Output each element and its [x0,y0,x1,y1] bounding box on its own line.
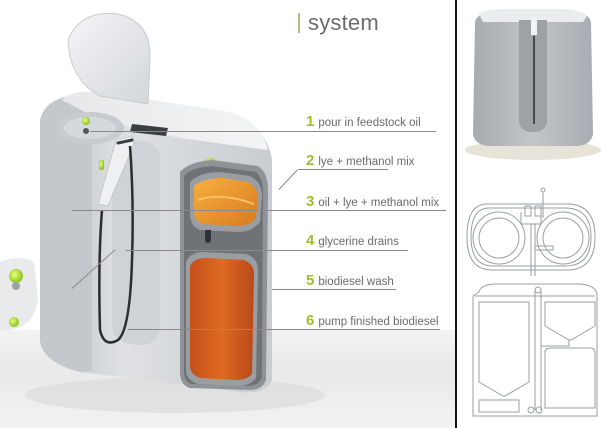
front-view-render [465,8,601,160]
leader-line-2 [298,169,388,170]
callout-number: 3 [306,193,315,210]
callout-label: lye + methanol mix [318,156,415,168]
side-views-panel [457,0,605,428]
top-section-drawing [466,187,596,276]
callout-number: 5 [306,272,315,289]
diagram-title: system [308,10,379,35]
leader-line-4 [126,250,408,251]
callout-4: 4 glycerine drains [306,232,399,249]
title-accent-bar [298,13,300,33]
callout-5: 5 biodiesel wash [306,272,394,289]
callout-label: biodiesel wash [318,276,394,288]
callout-number: 2 [306,152,315,169]
front-section-drawing [472,283,598,417]
callout-number: 6 [306,312,315,329]
callout-label: oil + lye + methanol mix [318,197,440,209]
leader-line-5 [272,289,396,290]
title-group: system [298,10,379,36]
callout-1: 1 pour in feedstock oil [306,113,421,130]
main-product-render: system 1 pour in feedstock oil 2 lye + m… [0,10,455,428]
callout-3: 3 oil + lye + methanol mix [306,193,439,210]
callout-6: 6 pump finished biodiesel [306,312,439,329]
callout-label: glycerine drains [318,236,399,248]
biodiesel-processor-illustration [0,13,325,413]
callout-number: 4 [306,232,315,249]
panel-divider [455,0,457,428]
callout-label: pour in feedstock oil [318,117,421,129]
leader-line-1 [90,131,436,132]
leader-line-3 [72,210,446,211]
callout-number: 1 [306,113,315,130]
callout-2: 2 lye + methanol mix [306,152,415,169]
callout-label: pump finished biodiesel [318,316,439,328]
leader-line-6 [128,329,440,330]
